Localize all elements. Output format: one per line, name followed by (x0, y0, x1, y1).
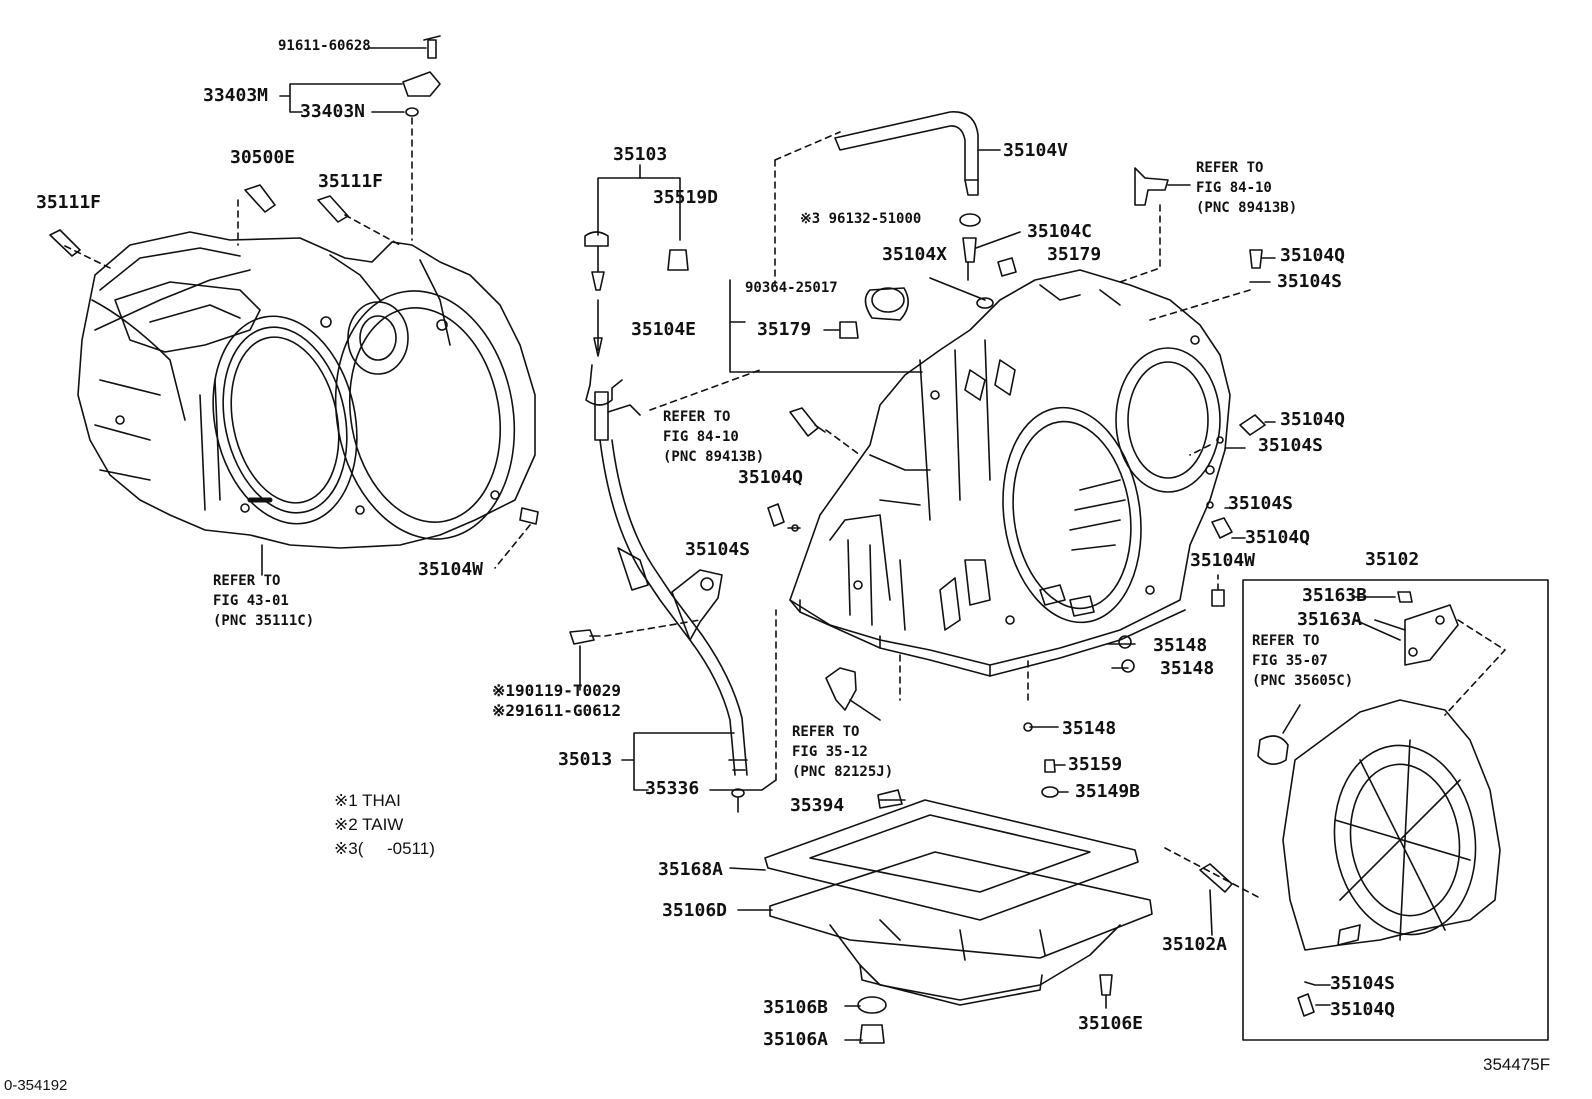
callout-35168a[interactable]: 35168A (658, 859, 724, 880)
case-fittings (729, 111, 1276, 809)
callout-35336[interactable]: 35336 (645, 778, 700, 799)
callout-96132-51000[interactable]: ※3 96132-51000 (800, 211, 922, 227)
reference-fig-35-12[interactable]: REFER TO FIG 35-12 (PNC 82125J) (792, 724, 894, 780)
callout-33403m[interactable]: 33403M (203, 85, 269, 106)
callout-90364-25017[interactable]: 90364-25017 (745, 280, 838, 296)
extension-housing-inset (1164, 579, 1549, 1041)
callout-35106e[interactable]: 35106E (1078, 1013, 1144, 1034)
callout-35104s-5[interactable]: 35104S (1330, 973, 1396, 994)
callout-35104q-5[interactable]: 35104Q (1330, 999, 1396, 1020)
reference-fig-35-07[interactable]: REFER TO FIG 35-07 (PNC 35605C) (1252, 633, 1354, 689)
callout-35104e[interactable]: 35104E (631, 319, 697, 340)
callout-35148-b[interactable]: 35148 (1160, 658, 1215, 679)
callout-35104v[interactable]: 35104V (1003, 140, 1069, 161)
callout-35104c[interactable]: 35104C (1027, 221, 1093, 242)
callout-35104q-3[interactable]: 35104Q (1245, 527, 1311, 548)
callout-35104s-2[interactable]: 35104S (1258, 435, 1324, 456)
callout-35104x[interactable]: 35104X (882, 244, 948, 265)
callout-35111f-left[interactable]: 35111F (36, 192, 102, 213)
callout-35104w-right[interactable]: 35104W (1190, 550, 1256, 571)
callout-35106a[interactable]: 35106A (763, 1029, 829, 1050)
callout-91611-60628[interactable]: 91611-60628 (278, 38, 371, 54)
callout-35179-left[interactable]: 35179 (757, 319, 812, 340)
note-1: ※1 THAI (334, 791, 401, 810)
callout-35179-right[interactable]: 35179 (1047, 244, 1102, 265)
label-leaders (729, 447, 1406, 1041)
callout-35394[interactable]: 35394 (790, 795, 845, 816)
transaxle-case (789, 269, 1231, 677)
callout-35104s-1[interactable]: 35104S (1277, 271, 1343, 292)
callout-35102a[interactable]: 35102A (1162, 934, 1228, 955)
callout-35104s-3[interactable]: 35104S (1228, 493, 1294, 514)
callout-35103[interactable]: 35103 (613, 144, 668, 165)
figure-code: 354475F (1483, 1055, 1551, 1074)
note-2: ※2 TAIW (334, 815, 404, 834)
note-3: ※3( -0511) (334, 839, 435, 858)
housing-fasteners (49, 35, 539, 576)
converter-housing (77, 231, 536, 549)
callout-35111f-top[interactable]: 35111F (318, 171, 384, 192)
callout-35106b[interactable]: 35106B (763, 997, 829, 1018)
callout-35104q-2[interactable]: 35104Q (1280, 409, 1346, 430)
callout-190119-t0029[interactable]: ※190119-T0029 (492, 681, 621, 700)
callout-33403n[interactable]: 33403N (300, 101, 366, 122)
callout-35148-c[interactable]: 35148 (1062, 718, 1117, 739)
callout-35106d[interactable]: 35106D (662, 900, 728, 921)
callout-35163b[interactable]: 35163B (1302, 585, 1368, 606)
oil-pan (764, 799, 1153, 1044)
callout-35104w-left[interactable]: 35104W (418, 559, 484, 580)
callout-30500e[interactable]: 30500E (230, 147, 296, 168)
callout-35519d[interactable]: 35519D (653, 187, 719, 208)
callout-35104q-1[interactable]: 35104Q (1280, 245, 1346, 266)
callout-35148-a[interactable]: 35148 (1153, 635, 1208, 656)
image-code: 0-354192 (4, 1077, 68, 1094)
reference-fig-84-10-mid[interactable]: REFER TO FIG 84-10 (PNC 89413B) (663, 409, 765, 465)
dipstick-and-tube (569, 164, 777, 813)
callout-35149b[interactable]: 35149B (1075, 781, 1141, 802)
callout-91611-g0612[interactable]: ※291611-G0612 (492, 701, 621, 720)
callout-35104s-4[interactable]: 35104S (685, 539, 751, 560)
callout-35104q-4[interactable]: 35104Q (738, 467, 804, 488)
reference-fig-84-10-top[interactable]: REFER TO FIG 84-10 (PNC 89413B) (1196, 160, 1298, 216)
callout-35102[interactable]: 35102 (1365, 549, 1420, 570)
callout-35013[interactable]: 35013 (558, 749, 613, 770)
reference-fig-43-01[interactable]: REFER TO FIG 43-01 (PNC 35111C) (213, 573, 315, 629)
callout-35163a[interactable]: 35163A (1297, 609, 1363, 630)
callout-35159[interactable]: 35159 (1068, 754, 1123, 775)
